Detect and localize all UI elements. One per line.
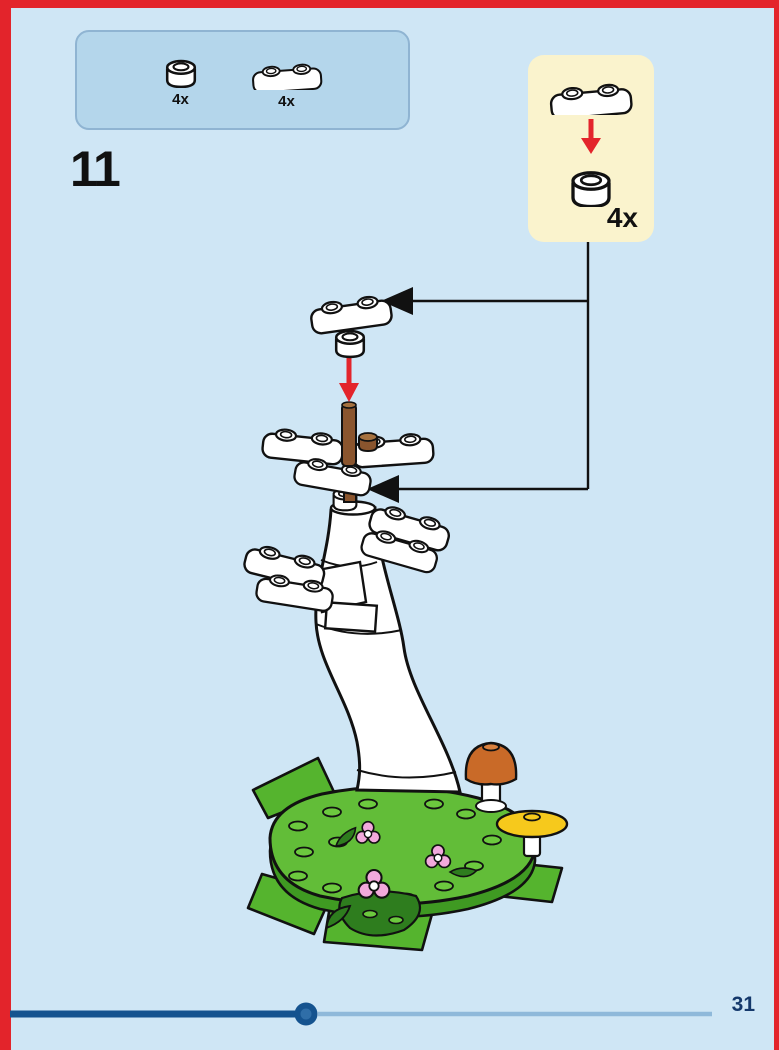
part-round-plate-1x1: 4x	[160, 52, 202, 108]
round-plate-1x1-icon	[165, 59, 196, 88]
base-studs	[288, 798, 502, 904]
arrow-to-top-plate-icon	[381, 287, 413, 315]
parts-callout-box: 4x 4x	[75, 30, 410, 130]
green-base-plate	[268, 785, 537, 919]
progress-bar	[10, 1002, 712, 1026]
leaves	[320, 826, 478, 930]
base-wing-plates	[246, 756, 564, 952]
page-border-top	[0, 0, 779, 8]
branch-plates-left	[243, 542, 379, 633]
branch-plates-top	[262, 427, 434, 512]
red-arrow-down-icon	[581, 119, 601, 154]
part-plate-1x2: 4x	[248, 50, 326, 110]
mushroom	[464, 741, 518, 813]
tree-trunk	[314, 500, 462, 794]
leaf-studs	[362, 909, 404, 925]
callout-connector-lines	[396, 242, 590, 491]
page-border-left	[0, 0, 11, 1050]
arrow-to-trunk-icon	[367, 475, 399, 503]
round-plate-1x1-icon	[571, 171, 611, 207]
dark-leaf-element	[338, 890, 422, 937]
part-count: 4x	[278, 93, 295, 110]
plate-1x2-icon	[545, 69, 637, 115]
part-count: 4x	[172, 91, 189, 108]
branch-plates-right	[360, 502, 453, 574]
plate-1x2-icon	[248, 50, 326, 90]
subassembly-plate-and-round	[309, 294, 392, 359]
page-border-right	[774, 0, 779, 1050]
yellow-dish	[495, 809, 569, 858]
callout-count: 4x	[606, 202, 638, 233]
step-number: 11	[70, 141, 121, 197]
flowers	[355, 820, 452, 899]
red-assembly-arrow-icon	[339, 354, 359, 402]
brown-bar	[341, 401, 357, 467]
brown-stud	[358, 432, 378, 453]
assembly-callout-box: 4x	[528, 55, 654, 242]
progress-dot-center	[300, 1008, 312, 1020]
page-number: 31	[731, 993, 755, 1016]
